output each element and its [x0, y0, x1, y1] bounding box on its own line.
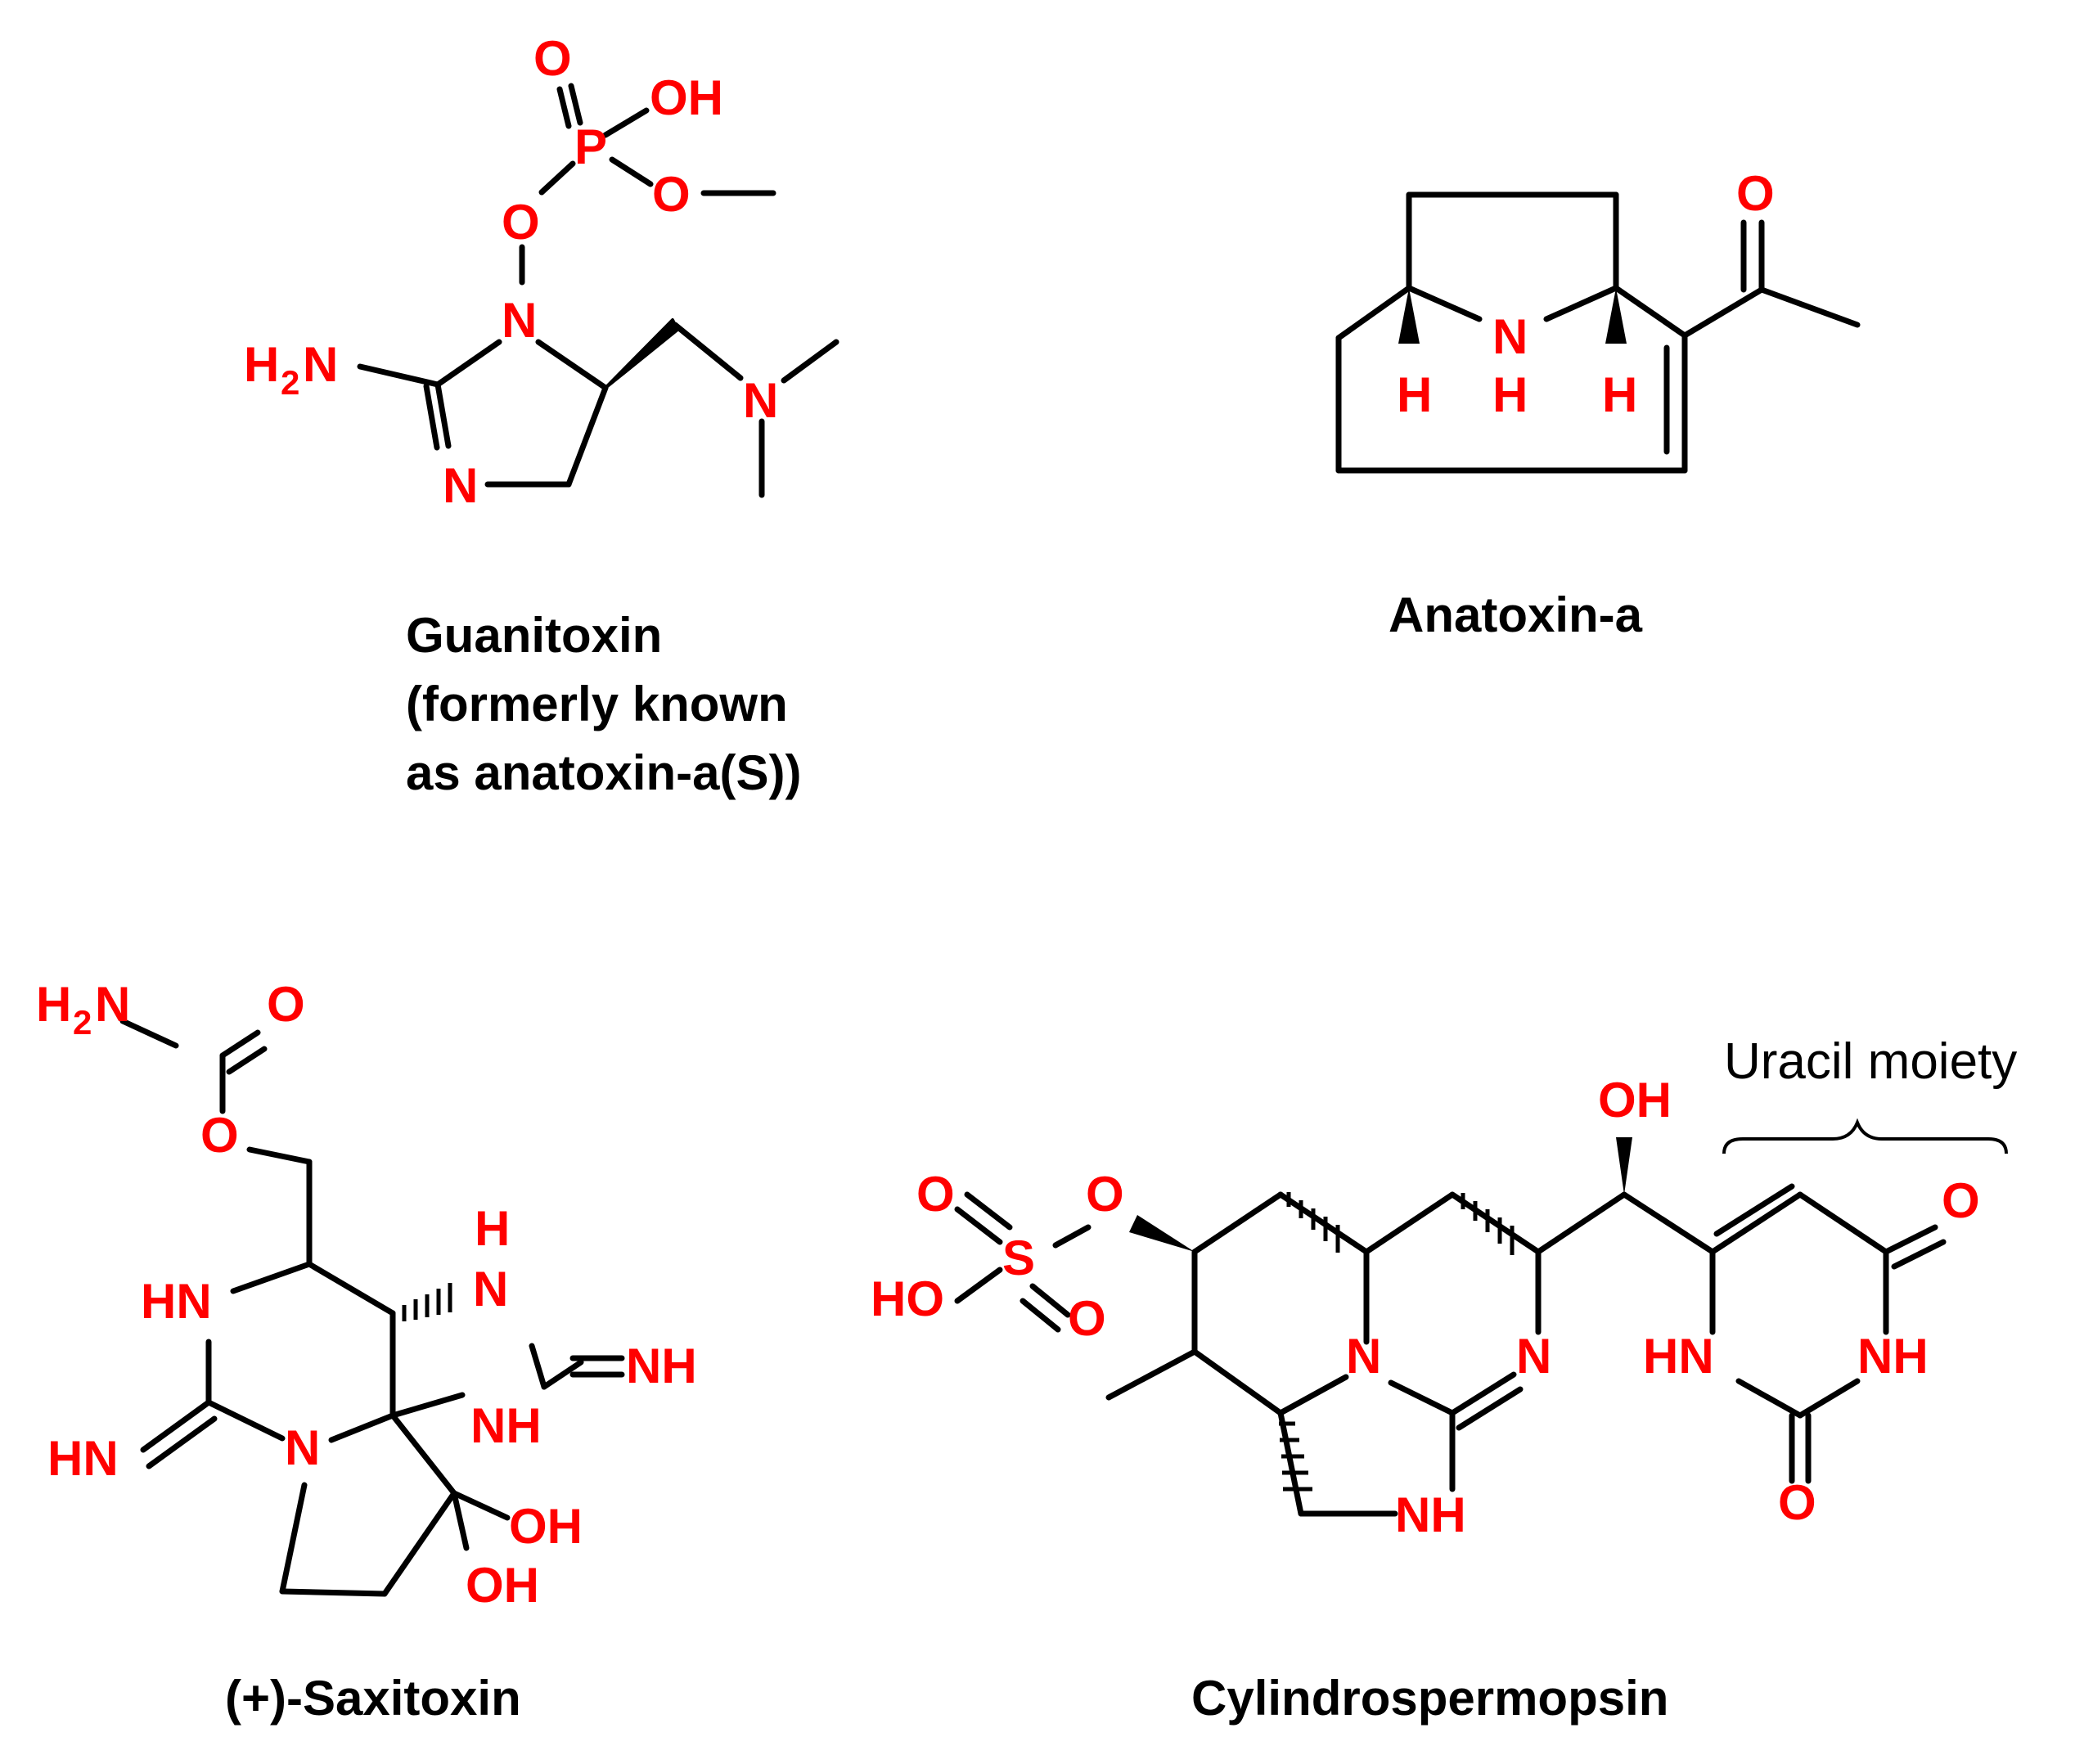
cylindrospermopsin-nh-uracil: NH — [1857, 1329, 1929, 1384]
saxitoxin-hn-left: HN — [141, 1274, 212, 1329]
anatoxin-a-atoms: O N H H H — [1397, 166, 1775, 422]
cylindrospermopsin-o-sulfonyl-2: O — [1068, 1291, 1106, 1346]
saxitoxin-caption: (+)-Saxitoxin — [225, 1671, 521, 1726]
guanitoxin-caption-line-2: (formerly known — [406, 677, 788, 731]
guanitoxin-h2n-subscript: 2 — [281, 363, 299, 402]
guanitoxin-structure: O OH P O O N H 2 N N N Guanitoxin (forme… — [244, 31, 839, 800]
cylindrospermopsin-o-sulfonyl-1: O — [916, 1167, 955, 1222]
saxitoxin-o-ester: O — [200, 1108, 239, 1163]
guanitoxin-o-methoxy: O — [652, 167, 691, 222]
saxitoxin-structure: H 2 N O O H N HN NH NH HN N OH OH (+)-Sa… — [36, 977, 697, 1726]
anatoxin-a-structure: O N H H H Anatoxin-a — [1335, 166, 1861, 642]
anatoxin-a-o-ketone: O — [1736, 166, 1775, 221]
saxitoxin-atoms: H 2 N O O H N HN NH NH HN N OH OH — [36, 977, 697, 1613]
uracil-moiety-label: Uracil moiety — [1724, 1033, 2017, 1090]
guanitoxin-bonds — [357, 83, 839, 498]
cylindrospermopsin-ho: HO — [871, 1271, 944, 1326]
saxitoxin-hashed-wedge — [402, 1283, 452, 1321]
cylindrospermopsin-hashed-bonds — [1279, 1192, 1515, 1492]
anatoxin-a-h-right-bridgehead: H — [1602, 367, 1637, 422]
uracil-brace — [1722, 1118, 2008, 1154]
cylindrospermopsin-sulfur: S — [1002, 1231, 1035, 1285]
saxitoxin-bonds — [119, 1018, 625, 1597]
guanitoxin-h2n-n: N — [303, 337, 338, 392]
saxitoxin-n-ring: N — [285, 1420, 320, 1475]
anatoxin-a-h-on-n: H — [1492, 367, 1528, 422]
guanitoxin-caption-line-3: as anatoxin-a(S)) — [406, 745, 801, 800]
guanitoxin-phosphorus: P — [574, 119, 607, 174]
saxitoxin-h2n-n: N — [95, 977, 130, 1032]
saxitoxin-h2n-h: H — [36, 977, 71, 1032]
guanitoxin-o-double: O — [533, 31, 572, 86]
guanitoxin-o-ester: O — [502, 195, 540, 250]
saxitoxin-nh-middle: NH — [470, 1398, 542, 1453]
cylindrospermopsin-n-imine: N — [1516, 1329, 1551, 1384]
saxitoxin-h-top: H — [475, 1201, 510, 1256]
saxitoxin-h2n-subscript: 2 — [73, 1003, 92, 1042]
saxitoxin-hn-imine-left: HN — [47, 1431, 119, 1486]
cylindrospermopsin-o-uracil-bottom: O — [1778, 1475, 1816, 1530]
guanitoxin-caption: Guanitoxin (formerly known as anatoxin-a… — [406, 608, 801, 800]
cylindrospermopsin-oh-top: OH — [1598, 1073, 1672, 1127]
cylindrospermopsin-o-ester: O — [1086, 1167, 1124, 1222]
cylindrospermopsin-structure: OH O O S HO O N N NH HN NH O O Uracil mo… — [871, 1033, 2017, 1726]
anatoxin-a-n-bridge: N — [1492, 309, 1528, 364]
cylindrospermopsin-atoms: OH O O S HO O N N NH HN NH O O — [871, 1073, 1980, 1542]
anatoxin-a-h-left-bridgehead: H — [1397, 367, 1432, 422]
cylindrospermopsin-o-uracil-top: O — [1942, 1173, 1980, 1228]
saxitoxin-n-top: N — [473, 1262, 508, 1316]
guanitoxin-n-ring: N — [502, 293, 537, 348]
guanitoxin-oh: OH — [650, 70, 723, 125]
guanitoxin-atoms: O OH P O O N H 2 N N N — [244, 31, 778, 513]
guanitoxin-n-imine: N — [443, 458, 478, 513]
anatoxin-a-caption: Anatoxin-a — [1389, 587, 1643, 642]
cylindrospermopsin-caption: Cylindrospermopsin — [1191, 1671, 1668, 1726]
anatoxin-a-bonds — [1335, 191, 1861, 474]
saxitoxin-o-carbonyl: O — [267, 977, 305, 1032]
guanitoxin-caption-line-1: Guanitoxin — [406, 608, 662, 663]
cylindrospermopsin-bonds — [954, 1118, 2008, 1517]
saxitoxin-oh-2: OH — [466, 1558, 539, 1613]
guanitoxin-h2n-h: H — [244, 337, 279, 392]
cylindrospermopsin-hn-uracil: HN — [1643, 1329, 1714, 1384]
saxitoxin-nh-imine-right: NH — [626, 1339, 697, 1393]
cylindrospermopsin-nh-ring: NH — [1395, 1487, 1466, 1542]
guanitoxin-n-dimethylamine: N — [743, 373, 778, 428]
saxitoxin-oh-1: OH — [509, 1499, 583, 1554]
